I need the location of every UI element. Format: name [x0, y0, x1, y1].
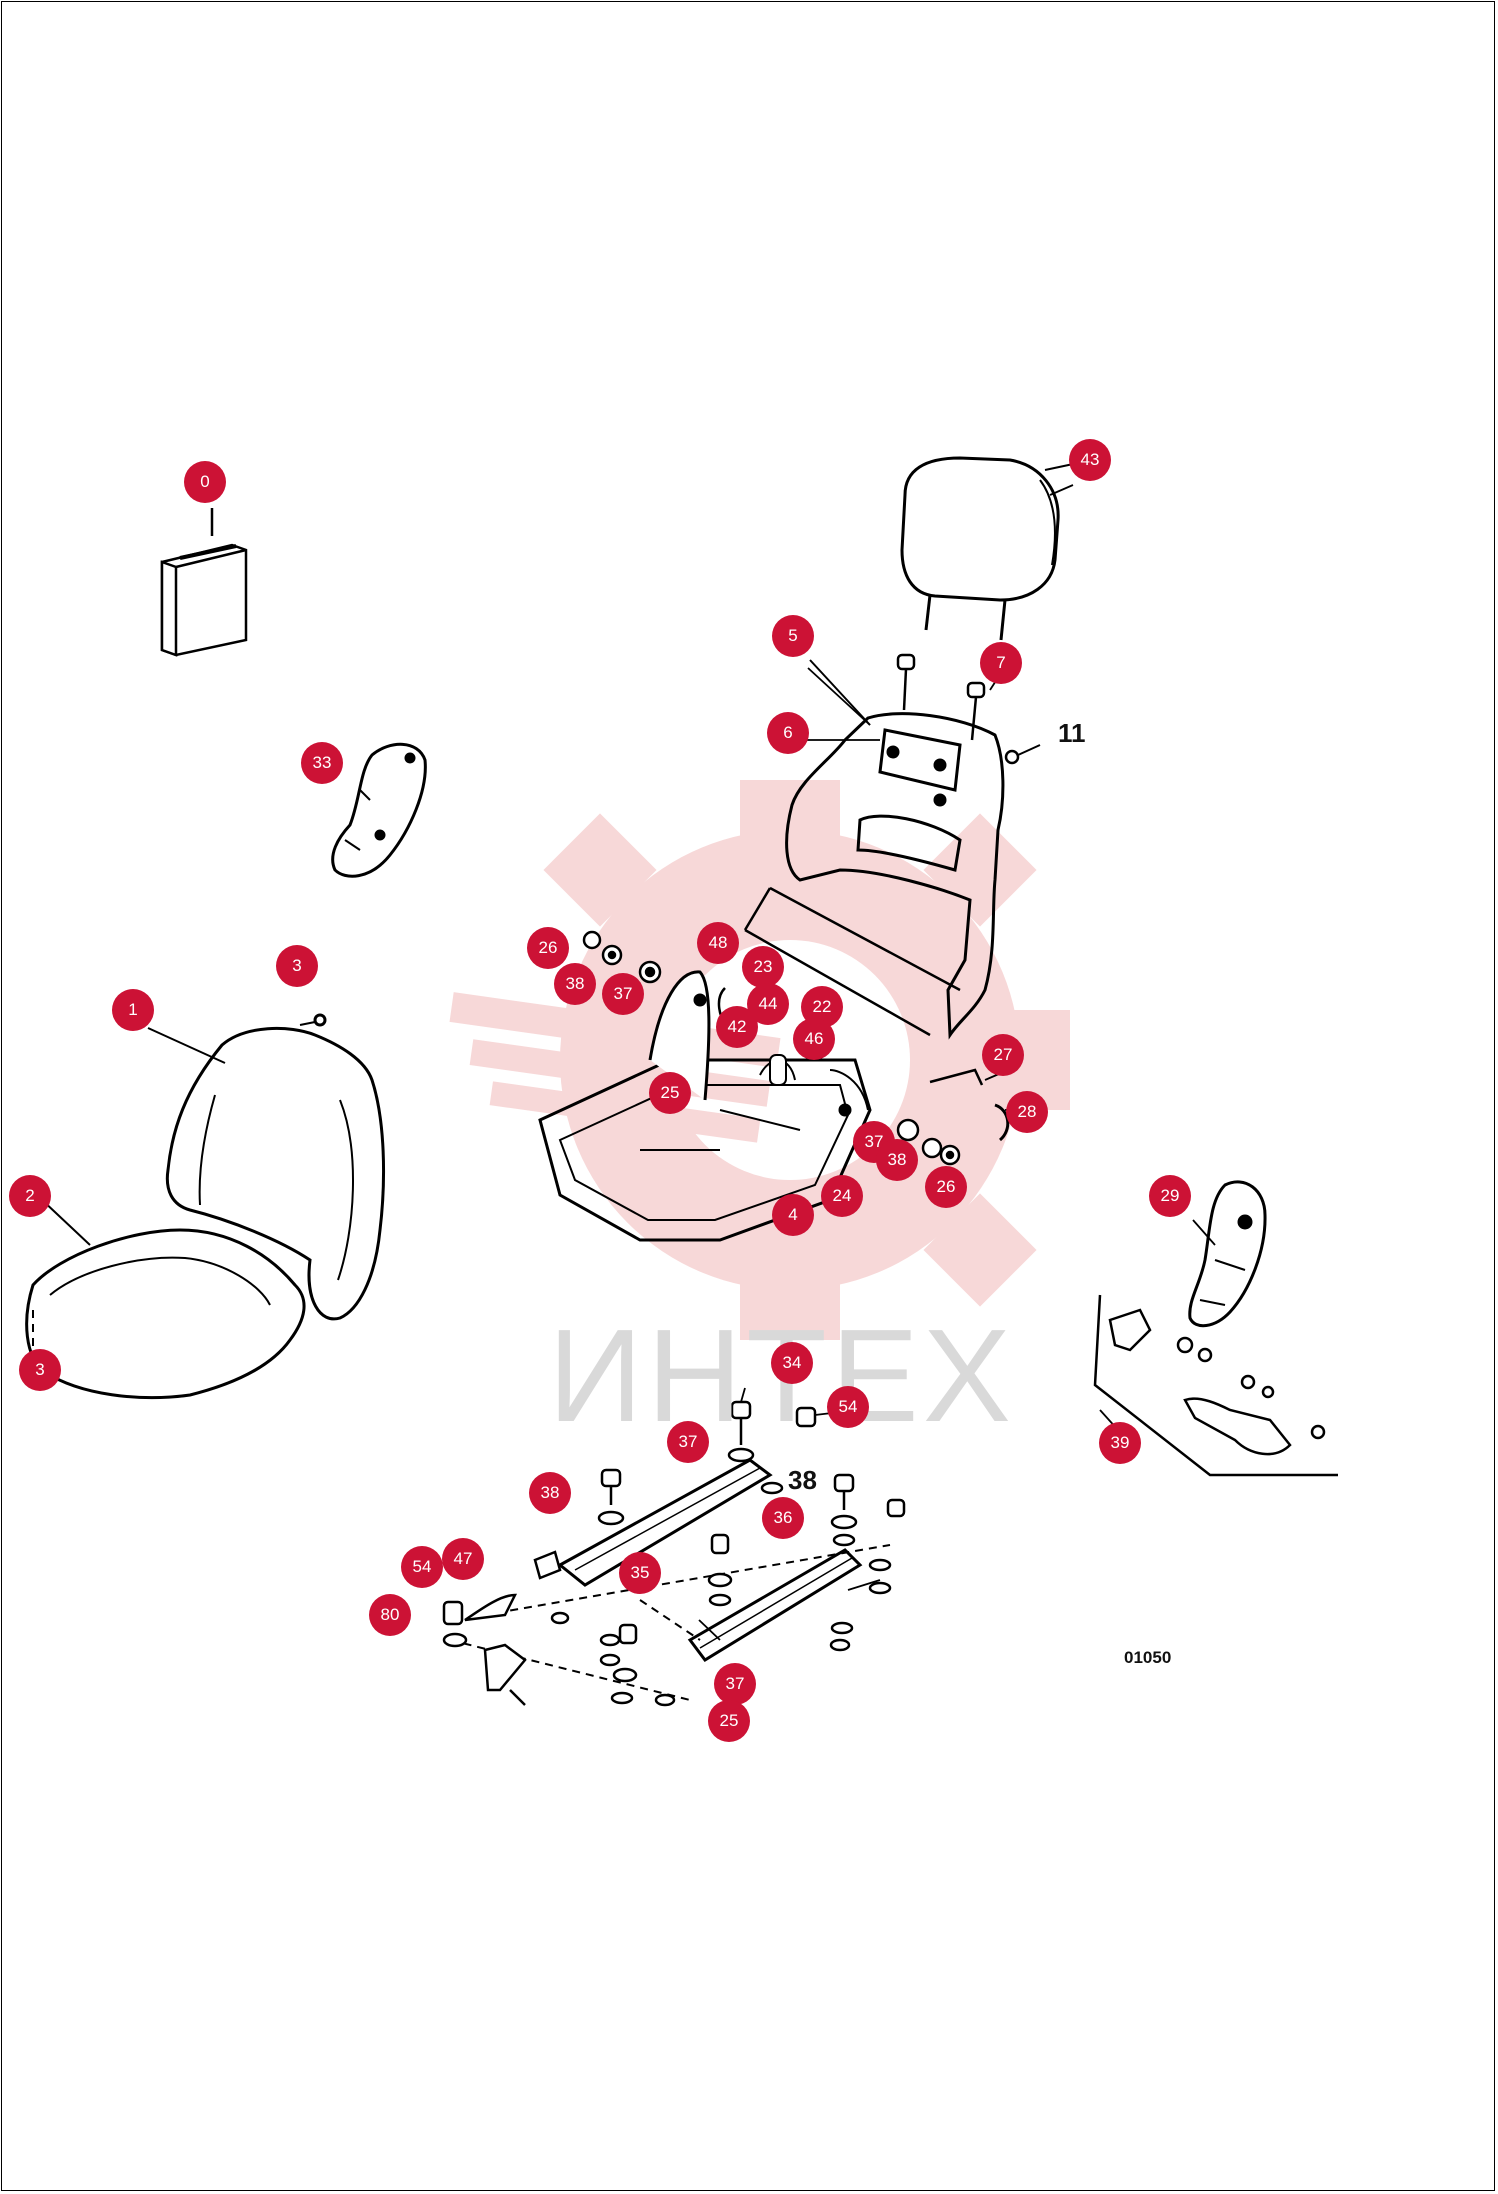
part-washers-left	[582, 930, 731, 1031]
part-washers-right	[896, 1068, 1010, 1166]
callout-marker-c35[interactable]: 35	[619, 1552, 661, 1594]
callout-marker-c27[interactable]: 27	[982, 1034, 1024, 1076]
plain-label-38: 38	[788, 1465, 817, 1495]
callout-marker-c28[interactable]: 28	[1006, 1091, 1048, 1133]
part-slide-rails	[449, 1458, 891, 1701]
callout-marker-c24[interactable]: 24	[821, 1175, 863, 1217]
callout-marker-c38c[interactable]: 38	[529, 1472, 571, 1514]
part-backrest-frame	[743, 712, 1005, 1040]
part-backrest-cushion	[147, 1013, 386, 1321]
callout-marker-c54a[interactable]: 54	[827, 1386, 869, 1428]
drawing-code: 01050	[1124, 1648, 1172, 1667]
part-side-cover-left	[331, 742, 427, 878]
callout-marker-c38a[interactable]: 38	[554, 963, 596, 1005]
part-box-kit	[160, 508, 248, 657]
callout-marker-c39[interactable]: 39	[1099, 1422, 1141, 1464]
callout-marker-c7[interactable]: 7	[980, 642, 1022, 684]
callout-marker-c25a[interactable]: 25	[649, 1072, 691, 1114]
part-seat-base-frame	[538, 970, 872, 1242]
callout-marker-c36[interactable]: 36	[762, 1497, 804, 1539]
plain-label-11: 11	[1058, 718, 1086, 748]
callout-marker-c6[interactable]: 6	[767, 712, 809, 754]
callout-marker-c43[interactable]: 43	[1069, 439, 1111, 481]
callout-marker-c42[interactable]: 42	[716, 1006, 758, 1048]
part-side-cover-right	[1188, 1180, 1267, 1328]
callout-marker-c0[interactable]: 0	[184, 461, 226, 503]
callout-marker-c23[interactable]: 23	[742, 946, 784, 988]
callout-marker-c4[interactable]: 4	[772, 1194, 814, 1236]
callout-marker-c48[interactable]: 48	[697, 922, 739, 964]
callout-marker-c37d[interactable]: 37	[714, 1663, 756, 1705]
callout-marker-c34[interactable]: 34	[771, 1342, 813, 1384]
callout-marker-c37c[interactable]: 37	[667, 1421, 709, 1463]
callout-marker-c1[interactable]: 1	[112, 989, 154, 1031]
callout-marker-c25b[interactable]: 25	[708, 1700, 750, 1742]
callout-marker-c26b[interactable]: 26	[925, 1166, 967, 1208]
callout-marker-c38b[interactable]: 38	[876, 1139, 918, 1181]
part-headrest	[900, 456, 1079, 641]
part-recline-assembly	[1093, 1294, 1338, 1477]
callout-marker-c47[interactable]: 47	[442, 1538, 484, 1580]
callout-marker-c33[interactable]: 33	[301, 742, 343, 784]
callout-marker-c37a[interactable]: 37	[602, 973, 644, 1015]
part-rail-bolts	[442, 1400, 906, 1707]
callout-marker-c5[interactable]: 5	[772, 615, 814, 657]
callout-marker-c26a[interactable]: 26	[527, 927, 569, 969]
callout-marker-c46[interactable]: 46	[793, 1018, 835, 1060]
callout-marker-c29[interactable]: 29	[1149, 1175, 1191, 1217]
callout-marker-c54b[interactable]: 54	[401, 1546, 443, 1588]
callout-marker-c3b[interactable]: 3	[19, 1349, 61, 1391]
callout-marker-c80[interactable]: 80	[369, 1594, 411, 1636]
callout-marker-c3a[interactable]: 3	[276, 945, 318, 987]
callout-marker-c2[interactable]: 2	[9, 1175, 51, 1217]
